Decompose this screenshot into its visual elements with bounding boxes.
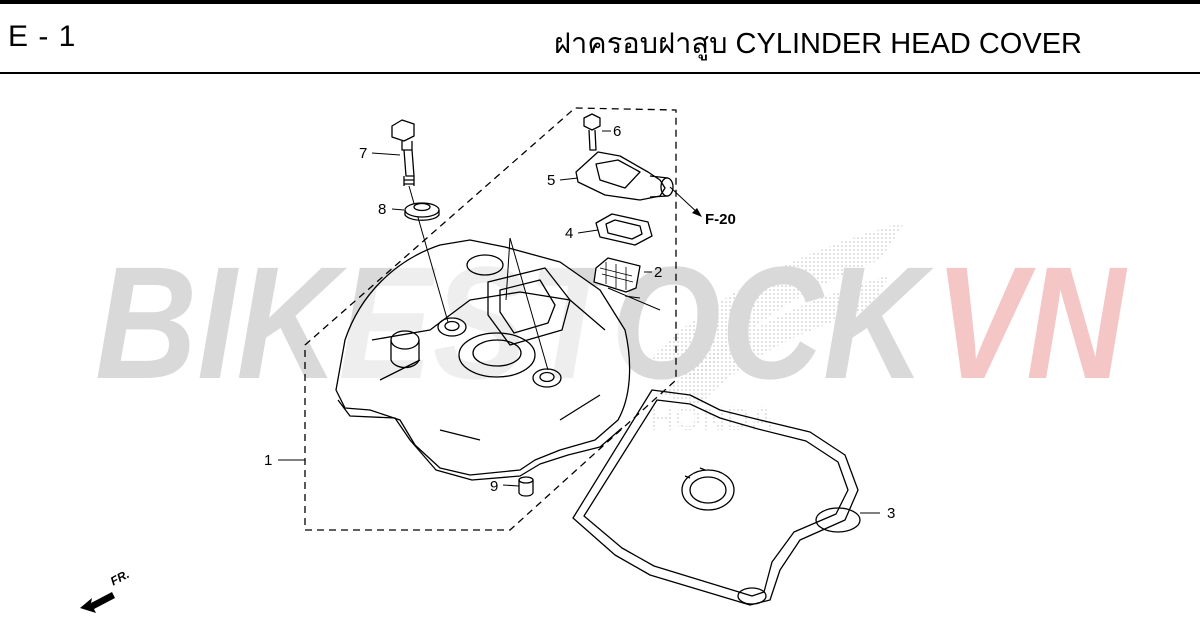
callout-5: 5: [547, 172, 556, 189]
callout-8: 8: [378, 201, 387, 218]
bolt-part-7: [391, 119, 449, 323]
filter-part-2: [593, 257, 641, 293]
dowel-pin-part-9: [518, 476, 534, 497]
arrow-head: [692, 208, 702, 217]
reference-label: F-20: [705, 211, 736, 228]
page-title: ฝาครอบฝาสูบ CYLINDER HEAD COVER: [554, 28, 1082, 60]
gasket-part-4: [595, 213, 653, 246]
callout-2: 2: [654, 264, 663, 281]
watermark-text-accent: VN: [935, 233, 1128, 412]
section-code: E - 1: [8, 20, 77, 53]
callout-7: 7: [359, 145, 368, 162]
header-divider: [0, 72, 1200, 74]
callout-leaders: [278, 130, 880, 514]
grommet-part-8: [404, 202, 440, 221]
bolt-part-6: [583, 113, 601, 151]
callout-3: 3: [887, 505, 896, 522]
callout-4: 4: [565, 225, 574, 242]
head-cover-gasket-part-3: [572, 389, 861, 606]
top-border: [0, 0, 1200, 4]
breather-cover-part-5: [575, 151, 674, 201]
callout-6: 6: [613, 123, 622, 140]
callout-1: 1: [264, 452, 273, 469]
callout-9: 9: [490, 478, 499, 495]
cylinder-head-cover-part: [335, 239, 631, 481]
front-direction-arrow: [80, 592, 115, 613]
